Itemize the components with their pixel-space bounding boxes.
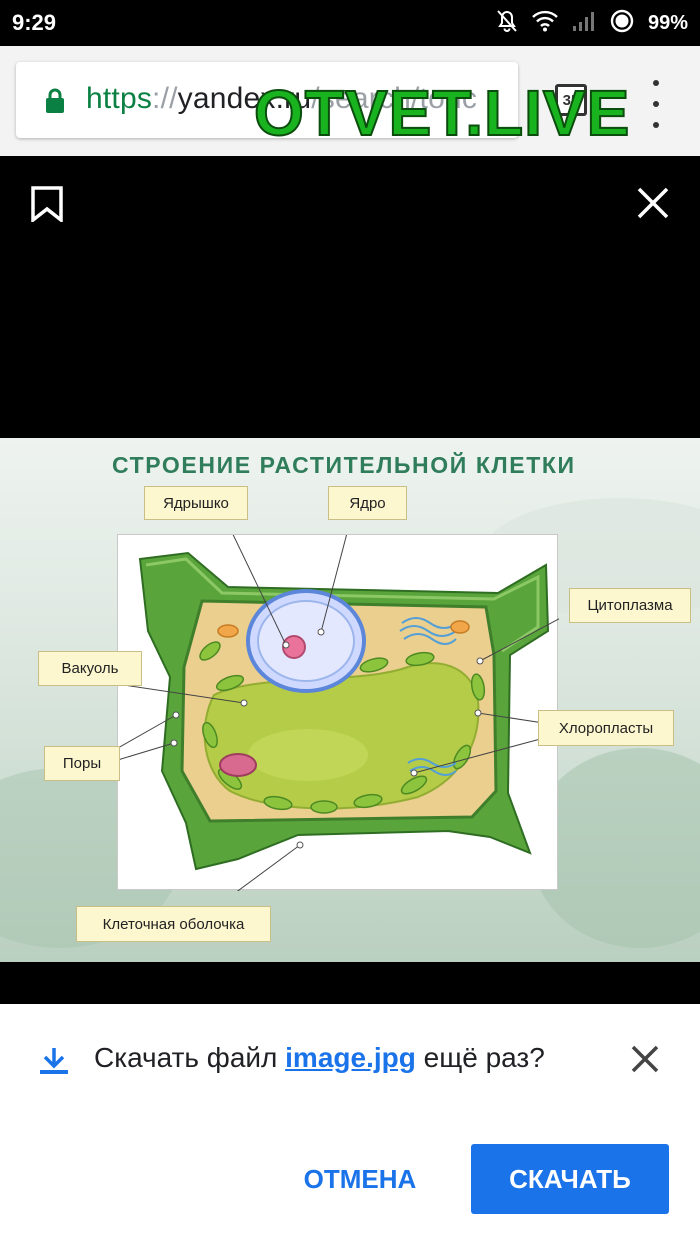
- status-icons: 99%: [496, 10, 688, 36]
- download-text-before: Скачать файл: [94, 1042, 277, 1073]
- watermark-text: OTVET.LIVE: [254, 76, 630, 150]
- download-icon: [38, 1046, 70, 1081]
- overflow-menu-button[interactable]: [646, 80, 666, 128]
- figure-title: СТРОЕНИЕ РАСТИТЕЛЬНОЙ КЛЕТКИ: [112, 452, 576, 479]
- download-button[interactable]: СКАЧАТЬ: [471, 1144, 669, 1214]
- notifications-off-icon: [496, 9, 518, 38]
- browser-toolbar: https://yandex.ru/search/touc 35 OTVET.L…: [0, 46, 700, 156]
- label-pores: Поры: [44, 746, 120, 781]
- label-chloroplasts: Хлоропласты: [538, 710, 674, 746]
- status-bar: 9:29 99%: [0, 0, 700, 46]
- download-file-link[interactable]: image.jpg: [285, 1042, 416, 1073]
- status-time: 9:29: [12, 10, 56, 36]
- label-cytoplasm: Цитоплазма: [569, 588, 691, 623]
- url-separator: ://: [152, 82, 178, 115]
- plant-cell-figure[interactable]: СТРОЕНИЕ РАСТИТЕЛЬНОЙ КЛЕТКИ: [0, 438, 700, 962]
- image-viewer: СТРОЕНИЕ РАСТИТЕЛЬНОЙ КЛЕТКИ: [0, 156, 700, 1004]
- cancel-button[interactable]: ОТМЕНА: [290, 1144, 430, 1214]
- menu-dot: [653, 80, 659, 86]
- download-text-after: ещё раз?: [424, 1042, 545, 1073]
- label-cell-wall: Клеточная оболочка: [76, 906, 271, 942]
- close-viewer-button[interactable]: [636, 186, 670, 225]
- battery-icon: [610, 9, 634, 38]
- download-prompt: Скачать файл image.jpg ещё раз? ОТМЕНА С…: [0, 1004, 700, 1244]
- label-nucleolus: Ядрышко: [144, 486, 248, 520]
- dismiss-download-button[interactable]: [630, 1044, 660, 1079]
- label-vacuole: Вакуоль: [38, 651, 142, 686]
- close-icon: [630, 1044, 660, 1074]
- lock-icon: [44, 88, 66, 119]
- close-icon: [636, 186, 670, 220]
- download-message: Скачать файл image.jpg ещё раз?: [94, 1042, 545, 1074]
- menu-dot: [653, 101, 659, 107]
- url-scheme: https: [86, 82, 152, 115]
- wifi-icon: [532, 10, 558, 37]
- plant-cell-illustration: [118, 535, 559, 891]
- cell-diagram-frame: [117, 534, 558, 890]
- bookmark-button[interactable]: [30, 186, 64, 227]
- bookmark-icon: [30, 186, 64, 222]
- signal-icon: [572, 10, 596, 37]
- battery-level: 99%: [648, 12, 688, 35]
- label-nucleus: Ядро: [328, 486, 407, 520]
- menu-dot: [653, 122, 659, 128]
